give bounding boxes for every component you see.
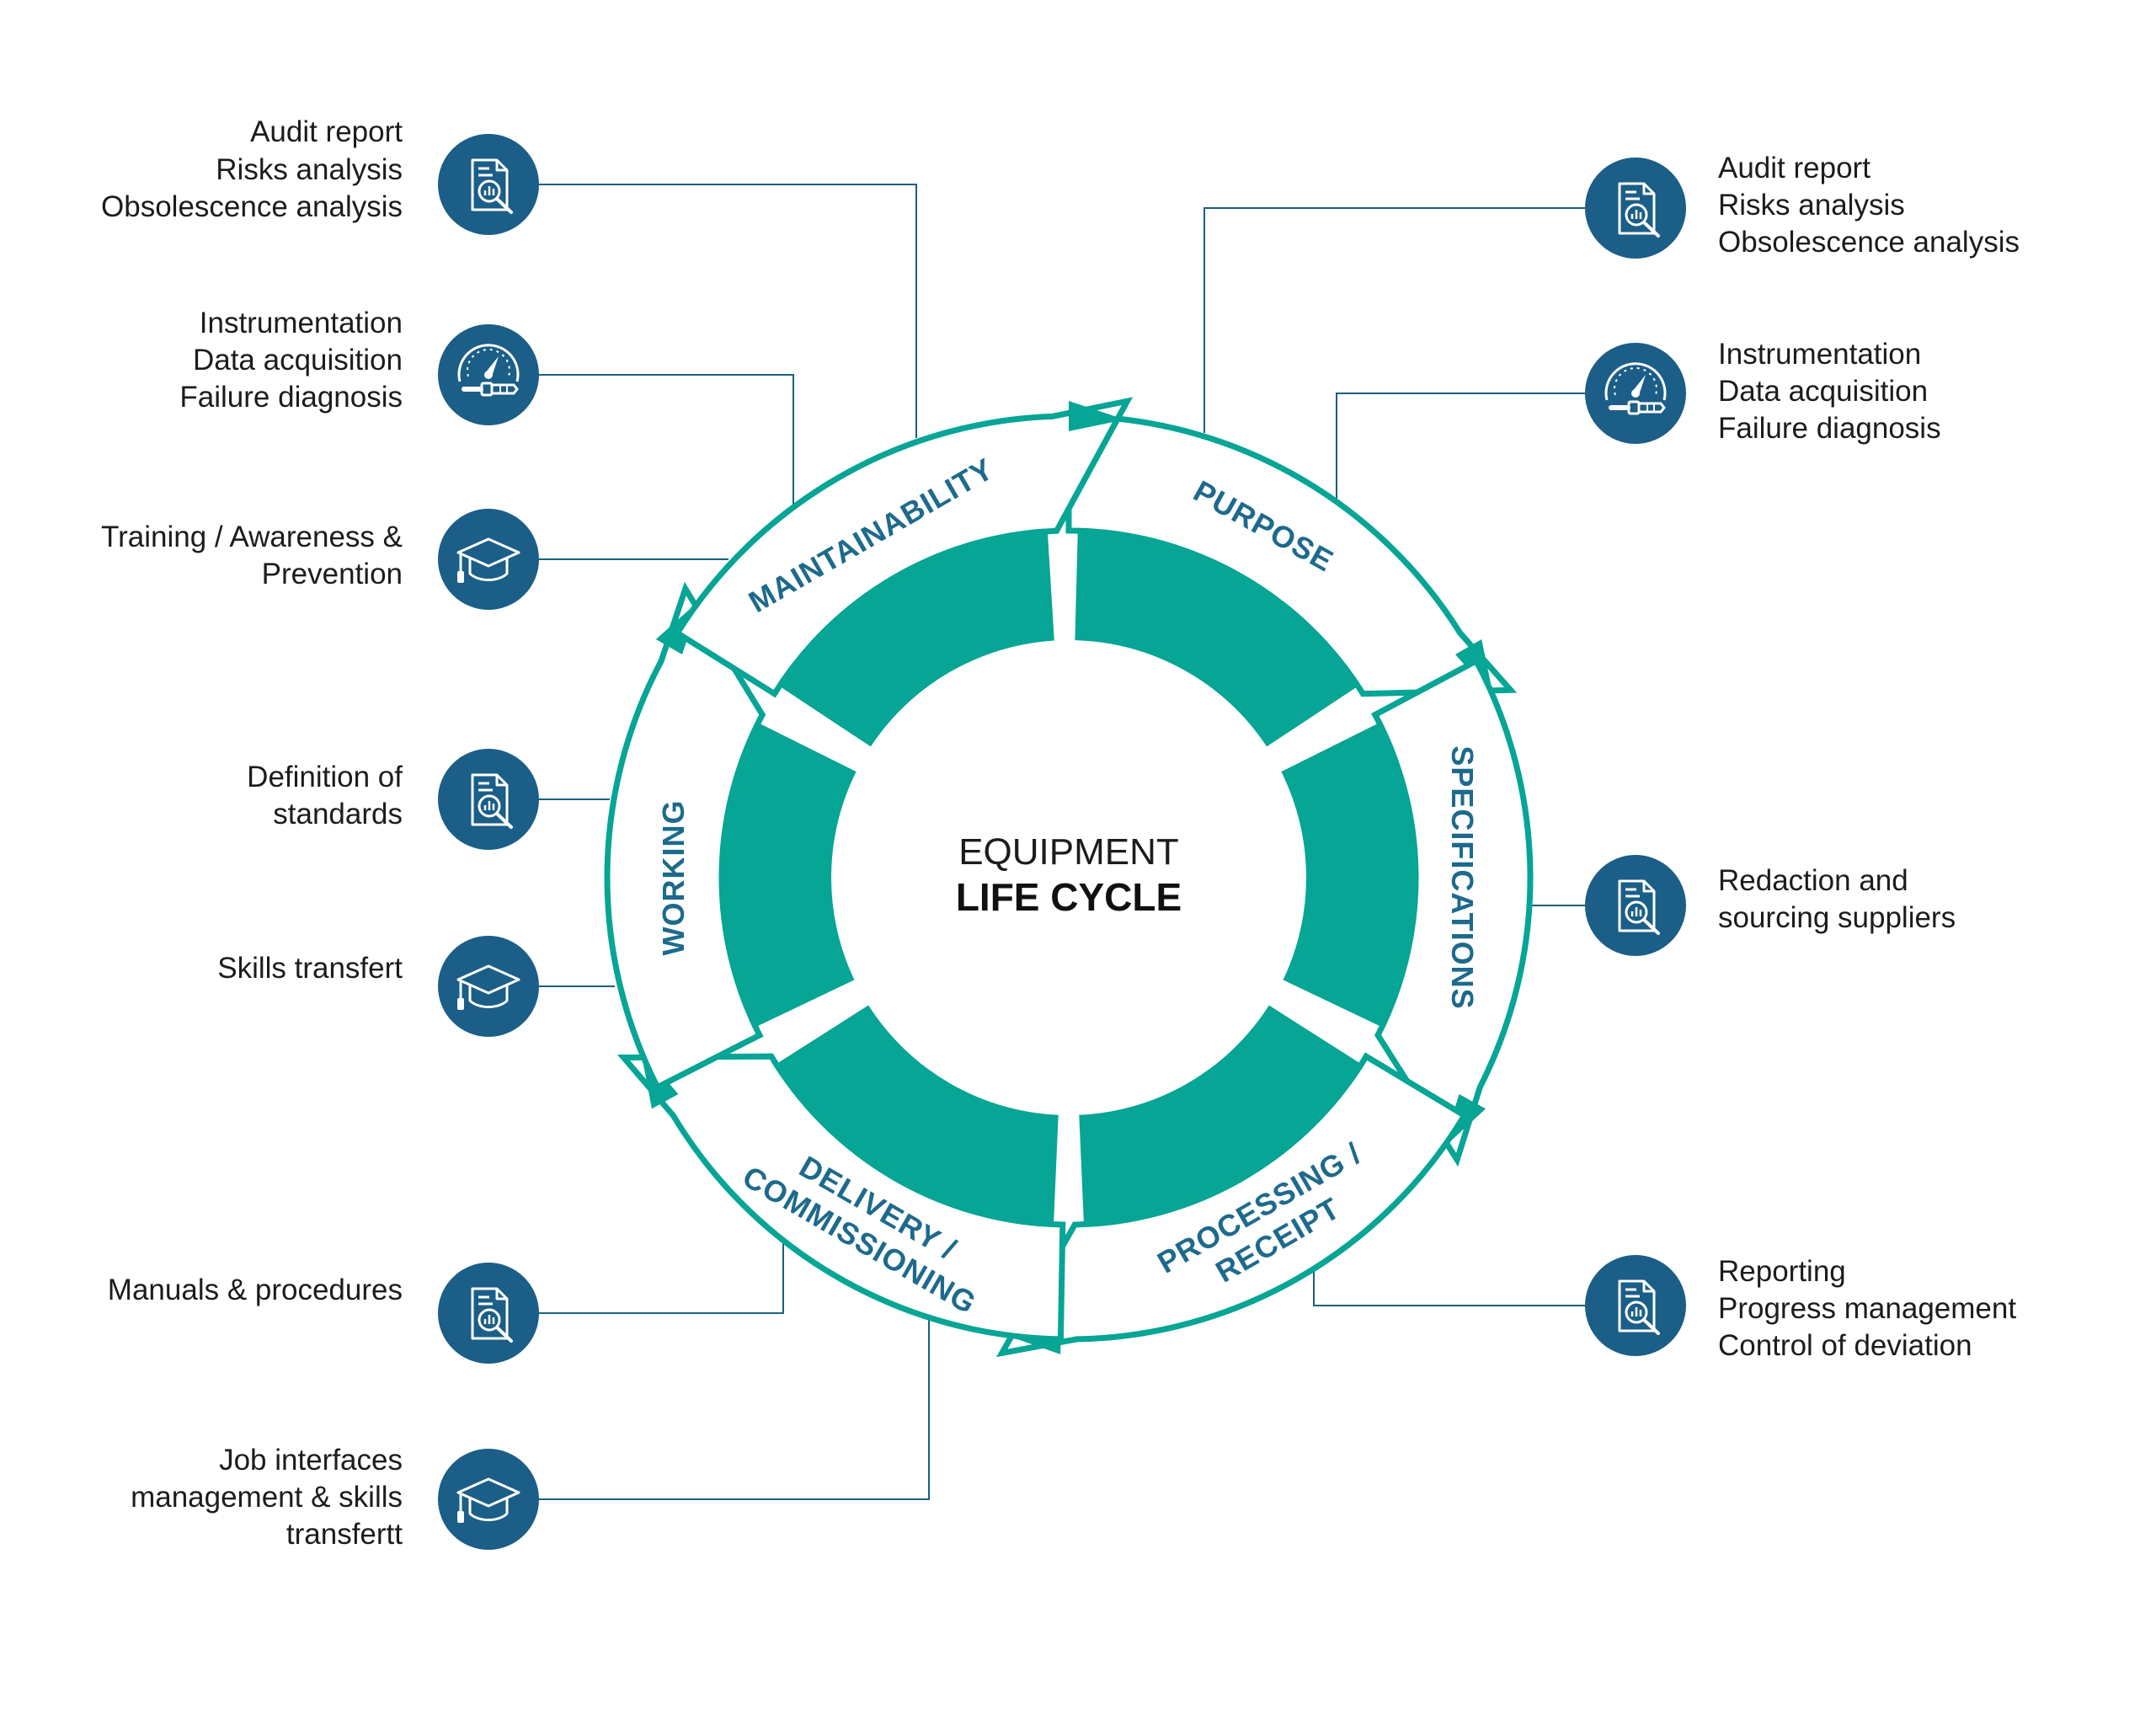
callout-text-line: standards (273, 798, 403, 830)
callout-text-line: Obsolescence analysis (101, 190, 403, 223)
connector-line (539, 374, 794, 505)
callout-left: Skills transfert (217, 936, 539, 1037)
report-icon (438, 749, 539, 850)
inner-band-maintainability (779, 531, 1054, 747)
report-icon (1585, 1255, 1686, 1356)
callout-text-line: transfertt (286, 1518, 403, 1551)
report-icon (438, 134, 539, 235)
callout-text-line: Instrumentation (200, 307, 403, 339)
callout-text-line: Reporting (1718, 1255, 1846, 1288)
report-icon (1585, 158, 1686, 259)
callout-text-line: Definition of (247, 761, 403, 793)
center-title-line1: EQUIPMENT (958, 831, 1179, 873)
connector-line (1203, 207, 1585, 433)
callout-text-line: Data acquisition (193, 344, 403, 377)
cycle-ring (604, 397, 1534, 1358)
callout-left: Job interfaces management & skills transfe… (131, 1444, 539, 1551)
gauge-icon (1585, 343, 1686, 444)
center-title-line2: LIFE CYCLE (956, 875, 1182, 919)
segment-label-line: WORKING (656, 800, 691, 956)
callout-text-line: Risks analysis (1718, 189, 1905, 222)
inner-band-specifications (1281, 723, 1416, 1028)
segment-outline-purpose (1065, 413, 1518, 697)
callout-text-line: Failure diagnosis (179, 381, 403, 414)
callout-text-line: Audit report (250, 115, 403, 148)
callout-text-line: sourcing suppliers (1718, 901, 1956, 934)
callout-right: Redaction and sourcing suppliers (1585, 855, 1956, 956)
gauge-icon (438, 324, 539, 425)
connector-line (539, 1238, 784, 1314)
report-icon (438, 1263, 539, 1364)
callout-text-line: Instrumentation (1718, 338, 1921, 371)
inner-band-processing-receipt (1079, 1005, 1362, 1225)
callout-text-line: Failure diagnosis (1718, 412, 1941, 445)
segment-outline-processing-receipt (995, 1052, 1469, 1358)
callout-text-line: Data acquisition (1718, 375, 1928, 408)
callout-text-line: Progress management (1718, 1292, 2016, 1325)
segment-label-specifications: SPECIFICATIONS (1445, 745, 1480, 1009)
segment-label-working: WORKING (656, 800, 691, 956)
report-icon (1585, 855, 1686, 956)
callout-left: Manuals & procedures (108, 1263, 539, 1364)
callout-text-line: Job interfaces (219, 1444, 403, 1477)
callout-text-line: Control of deviation (1718, 1329, 1972, 1362)
callout-text-line: Skills transfert (217, 952, 403, 985)
callout-text-line: Training / Awareness & (101, 521, 403, 553)
inner-band-working (722, 723, 857, 1028)
segment-outline-working (604, 581, 766, 1092)
callout-text-line: Manuals & procedures (108, 1274, 403, 1306)
segment-label-line: SPECIFICATIONS (1445, 745, 1480, 1009)
callout-left: Definition of standards (247, 749, 539, 850)
callout-text-line: Risks analysis (216, 153, 403, 186)
inner-band-delivery-commissioning (776, 1005, 1059, 1225)
callout-text-line: Obsolescence analysis (1718, 226, 2020, 259)
callout-left: Training / Awareness & Prevention (101, 509, 539, 610)
connector-line (539, 184, 917, 438)
callout-text-line: management & skills (131, 1481, 403, 1514)
graduation-cap-icon (438, 936, 539, 1037)
connector-lines (539, 184, 1585, 1500)
connector-line (1336, 393, 1585, 499)
graduation-cap-icon (438, 1449, 539, 1550)
segment-outline-maintainability (673, 397, 1134, 698)
connector-line (539, 1316, 930, 1500)
arrowhead-maintainability (1069, 401, 1125, 431)
callout-text-line: Redaction and (1718, 864, 1908, 897)
segment-outline-specifications (1371, 656, 1534, 1167)
inner-band-purpose (1075, 531, 1358, 747)
graduation-cap-icon (438, 509, 539, 610)
callout-text-line: Audit report (1718, 152, 1870, 184)
callout-text-line: Prevention (262, 558, 403, 590)
segment-outline-delivery-commissioning (616, 1053, 1066, 1343)
